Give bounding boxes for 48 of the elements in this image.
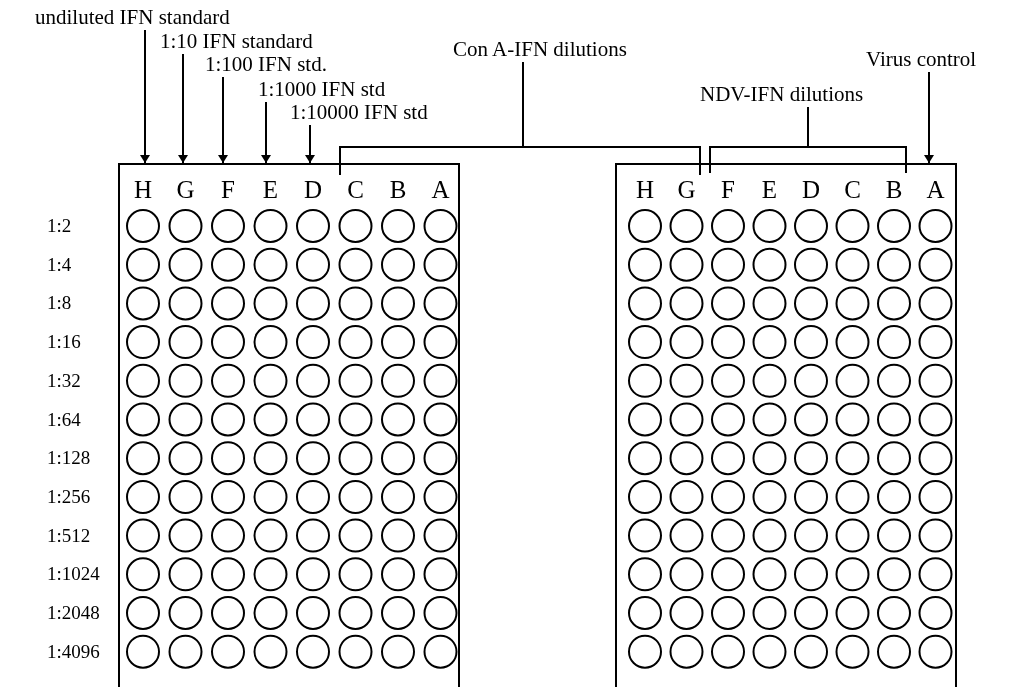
column-letter: C	[843, 177, 862, 203]
arrow	[141, 29, 149, 164]
arrow	[262, 101, 270, 164]
dilution-label: 1:128	[47, 448, 91, 469]
callout-label: NDV-IFN dilutions	[700, 83, 864, 105]
arrow	[306, 124, 314, 164]
dilution-label: 1:256	[47, 486, 91, 507]
callout-label: undiluted IFN standard	[35, 6, 230, 28]
dilution-label: 1:1024	[47, 564, 100, 585]
column-letter: G	[676, 177, 697, 203]
column-letter: F	[720, 177, 736, 203]
callout-label: 1:10 IFN standard	[160, 30, 313, 52]
column-letter: H	[132, 177, 154, 203]
callout-label: 1:100 IFN std.	[205, 53, 327, 75]
dilution-label: 1:8	[47, 293, 72, 314]
arrow	[179, 53, 187, 164]
column-letter: B	[388, 177, 408, 203]
plate-outline	[615, 163, 957, 687]
bracket	[339, 146, 701, 176]
leader-line	[522, 61, 524, 148]
callout-label: 1:1000 IFN std	[258, 78, 386, 100]
column-letter: D	[302, 177, 324, 203]
callout-label: Virus control	[866, 48, 977, 70]
column-letter: E	[760, 177, 779, 203]
column-letter: C	[346, 177, 365, 203]
column-letter: H	[634, 177, 656, 203]
column-letter: B	[884, 177, 904, 203]
dilution-label: 1:4096	[47, 641, 100, 662]
callout-label: 1:10000 IFN std	[290, 101, 428, 123]
callout-label: Con A-IFN dilutions	[453, 38, 627, 60]
arrow	[219, 76, 227, 164]
dilution-label: 1:16	[47, 332, 81, 353]
dilution-label: 1:2	[47, 216, 72, 236]
plate-outline	[118, 163, 460, 687]
column-letter: A	[925, 177, 946, 203]
arrow	[925, 71, 933, 164]
leader-line	[807, 106, 809, 148]
column-letter: G	[175, 177, 196, 203]
column-letter: A	[430, 177, 451, 203]
dilution-label: 1:512	[47, 525, 91, 546]
dilution-label: 1:2048	[47, 603, 100, 623]
bracket	[709, 146, 907, 174]
column-letter: D	[800, 177, 822, 203]
dilution-label: 1:64	[47, 409, 81, 430]
dilution-label: 1:32	[47, 370, 81, 391]
dilution-label: 1:4	[47, 254, 72, 275]
column-letter: E	[261, 177, 280, 203]
column-letter: F	[220, 177, 236, 203]
